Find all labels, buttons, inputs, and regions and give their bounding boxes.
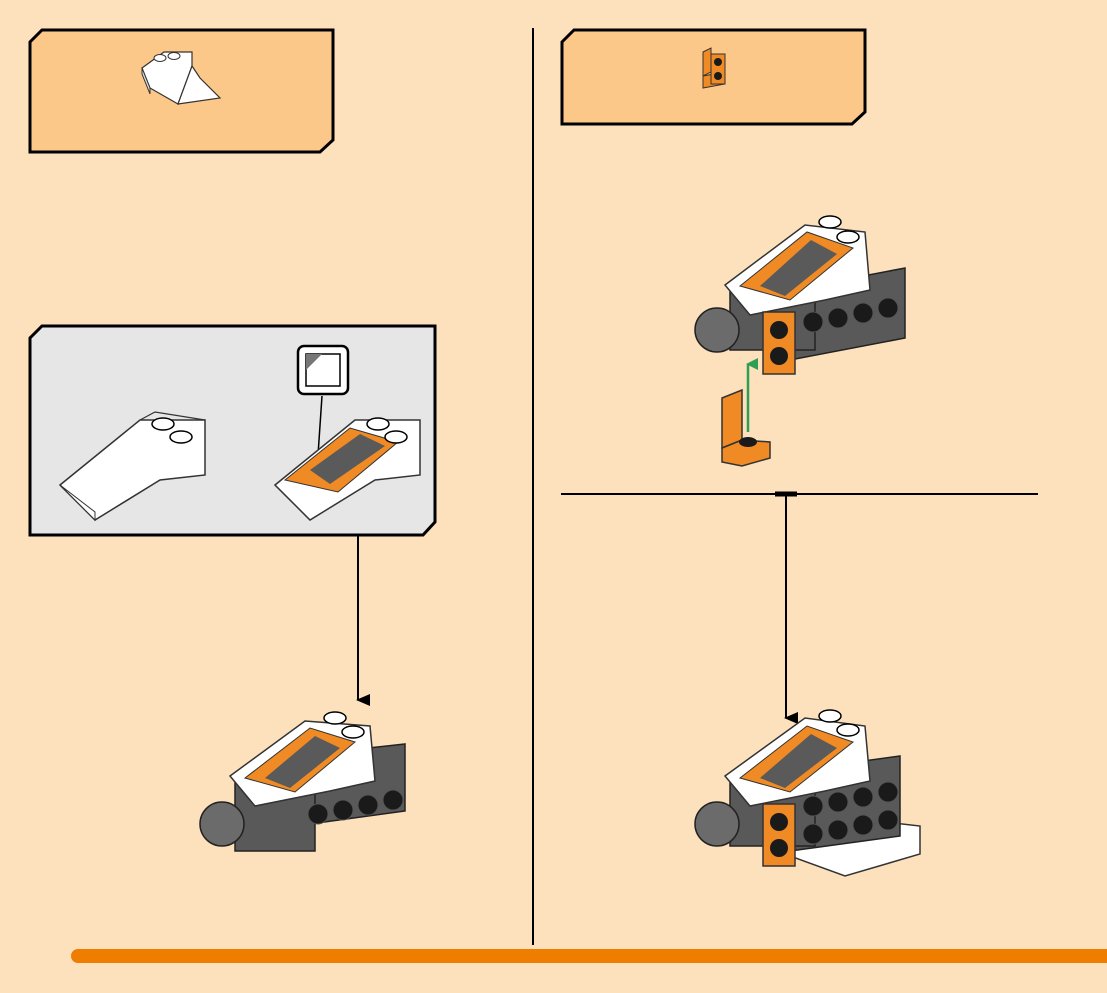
- right-final-model: [695, 710, 920, 876]
- left-assembled-model: [200, 712, 405, 851]
- stud: [878, 782, 898, 802]
- loose-orange-bracket: [722, 390, 770, 466]
- stud: [333, 800, 353, 820]
- stud: [837, 231, 859, 243]
- stud: [385, 431, 407, 443]
- stud: [770, 839, 788, 857]
- stud: [819, 216, 841, 228]
- right-intermediate-model: [695, 216, 905, 374]
- stud: [803, 796, 823, 816]
- stud: [803, 824, 823, 844]
- stud: [828, 792, 848, 812]
- stud: [803, 312, 823, 332]
- stud: [828, 820, 848, 840]
- right-parts-callout: [562, 30, 865, 124]
- stud: [837, 724, 859, 736]
- gray-knob: [200, 802, 244, 846]
- stud: [828, 308, 848, 328]
- stud: [878, 810, 898, 830]
- stud: [358, 795, 378, 815]
- orange-bracket-part-icon: [703, 48, 725, 88]
- stud: [819, 710, 841, 722]
- stud: [308, 804, 328, 824]
- stud: [770, 813, 788, 831]
- stud: [770, 321, 788, 339]
- stud: [878, 298, 898, 318]
- left-parts-callout: [30, 30, 333, 152]
- stud: [853, 303, 873, 323]
- gray-knob: [695, 802, 739, 846]
- stud: [853, 787, 873, 807]
- stud: [853, 815, 873, 835]
- stud: [342, 726, 364, 738]
- stud: [367, 418, 389, 430]
- stud: [152, 418, 174, 430]
- stud: [383, 790, 403, 810]
- stud: [170, 431, 192, 443]
- stud: [770, 347, 788, 365]
- gray-knob: [695, 308, 739, 352]
- stud: [324, 712, 346, 724]
